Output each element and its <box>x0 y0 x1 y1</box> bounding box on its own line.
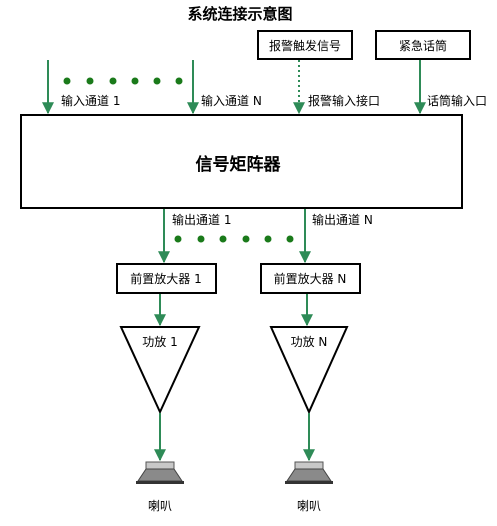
output-channel-1-label: 输出通道 1 <box>172 212 231 227</box>
preamp-1-box <box>116 263 217 294</box>
amplifier-n-label: 功放 N <box>291 334 328 349</box>
signal-matrix-label: 信号矩阵器 <box>196 154 282 175</box>
speaker-n-icon <box>285 461 333 484</box>
speaker-1-label: 喇叭 <box>148 498 172 513</box>
alarm-trigger-box <box>257 30 353 60</box>
input-channel-n-label: 输入通道 N <box>201 93 262 108</box>
output-channel-n-label: 输出通道 N <box>312 212 373 227</box>
alarm-trigger-label: 报警触发信号 <box>269 38 341 53</box>
alarm-input-port-label: 报警输入接口 <box>308 93 380 108</box>
input-ellipsis-dots <box>63 77 183 85</box>
diagram-title: 系统连接示意图 <box>187 5 292 23</box>
preamp-n-label: 前置放大器 N <box>274 271 347 286</box>
speaker-1-icon <box>136 461 184 484</box>
preamp-n-box <box>260 263 361 294</box>
amplifier-n-triangle <box>269 326 349 415</box>
amplifier-1-label: 功放 1 <box>142 334 177 349</box>
speaker-n-label: 喇叭 <box>297 498 321 513</box>
signal-matrix-box <box>20 114 463 209</box>
input-channel-1-label: 输入通道 1 <box>61 93 120 108</box>
output-ellipsis-dots <box>174 235 294 243</box>
emergency-mic-label: 紧急话筒 <box>399 38 447 53</box>
emergency-mic-box <box>375 30 471 60</box>
amplifier-1-triangle <box>119 326 201 415</box>
mic-input-port-label: 话筒输入口 <box>427 93 487 108</box>
preamp-1-label: 前置放大器 1 <box>130 271 201 286</box>
